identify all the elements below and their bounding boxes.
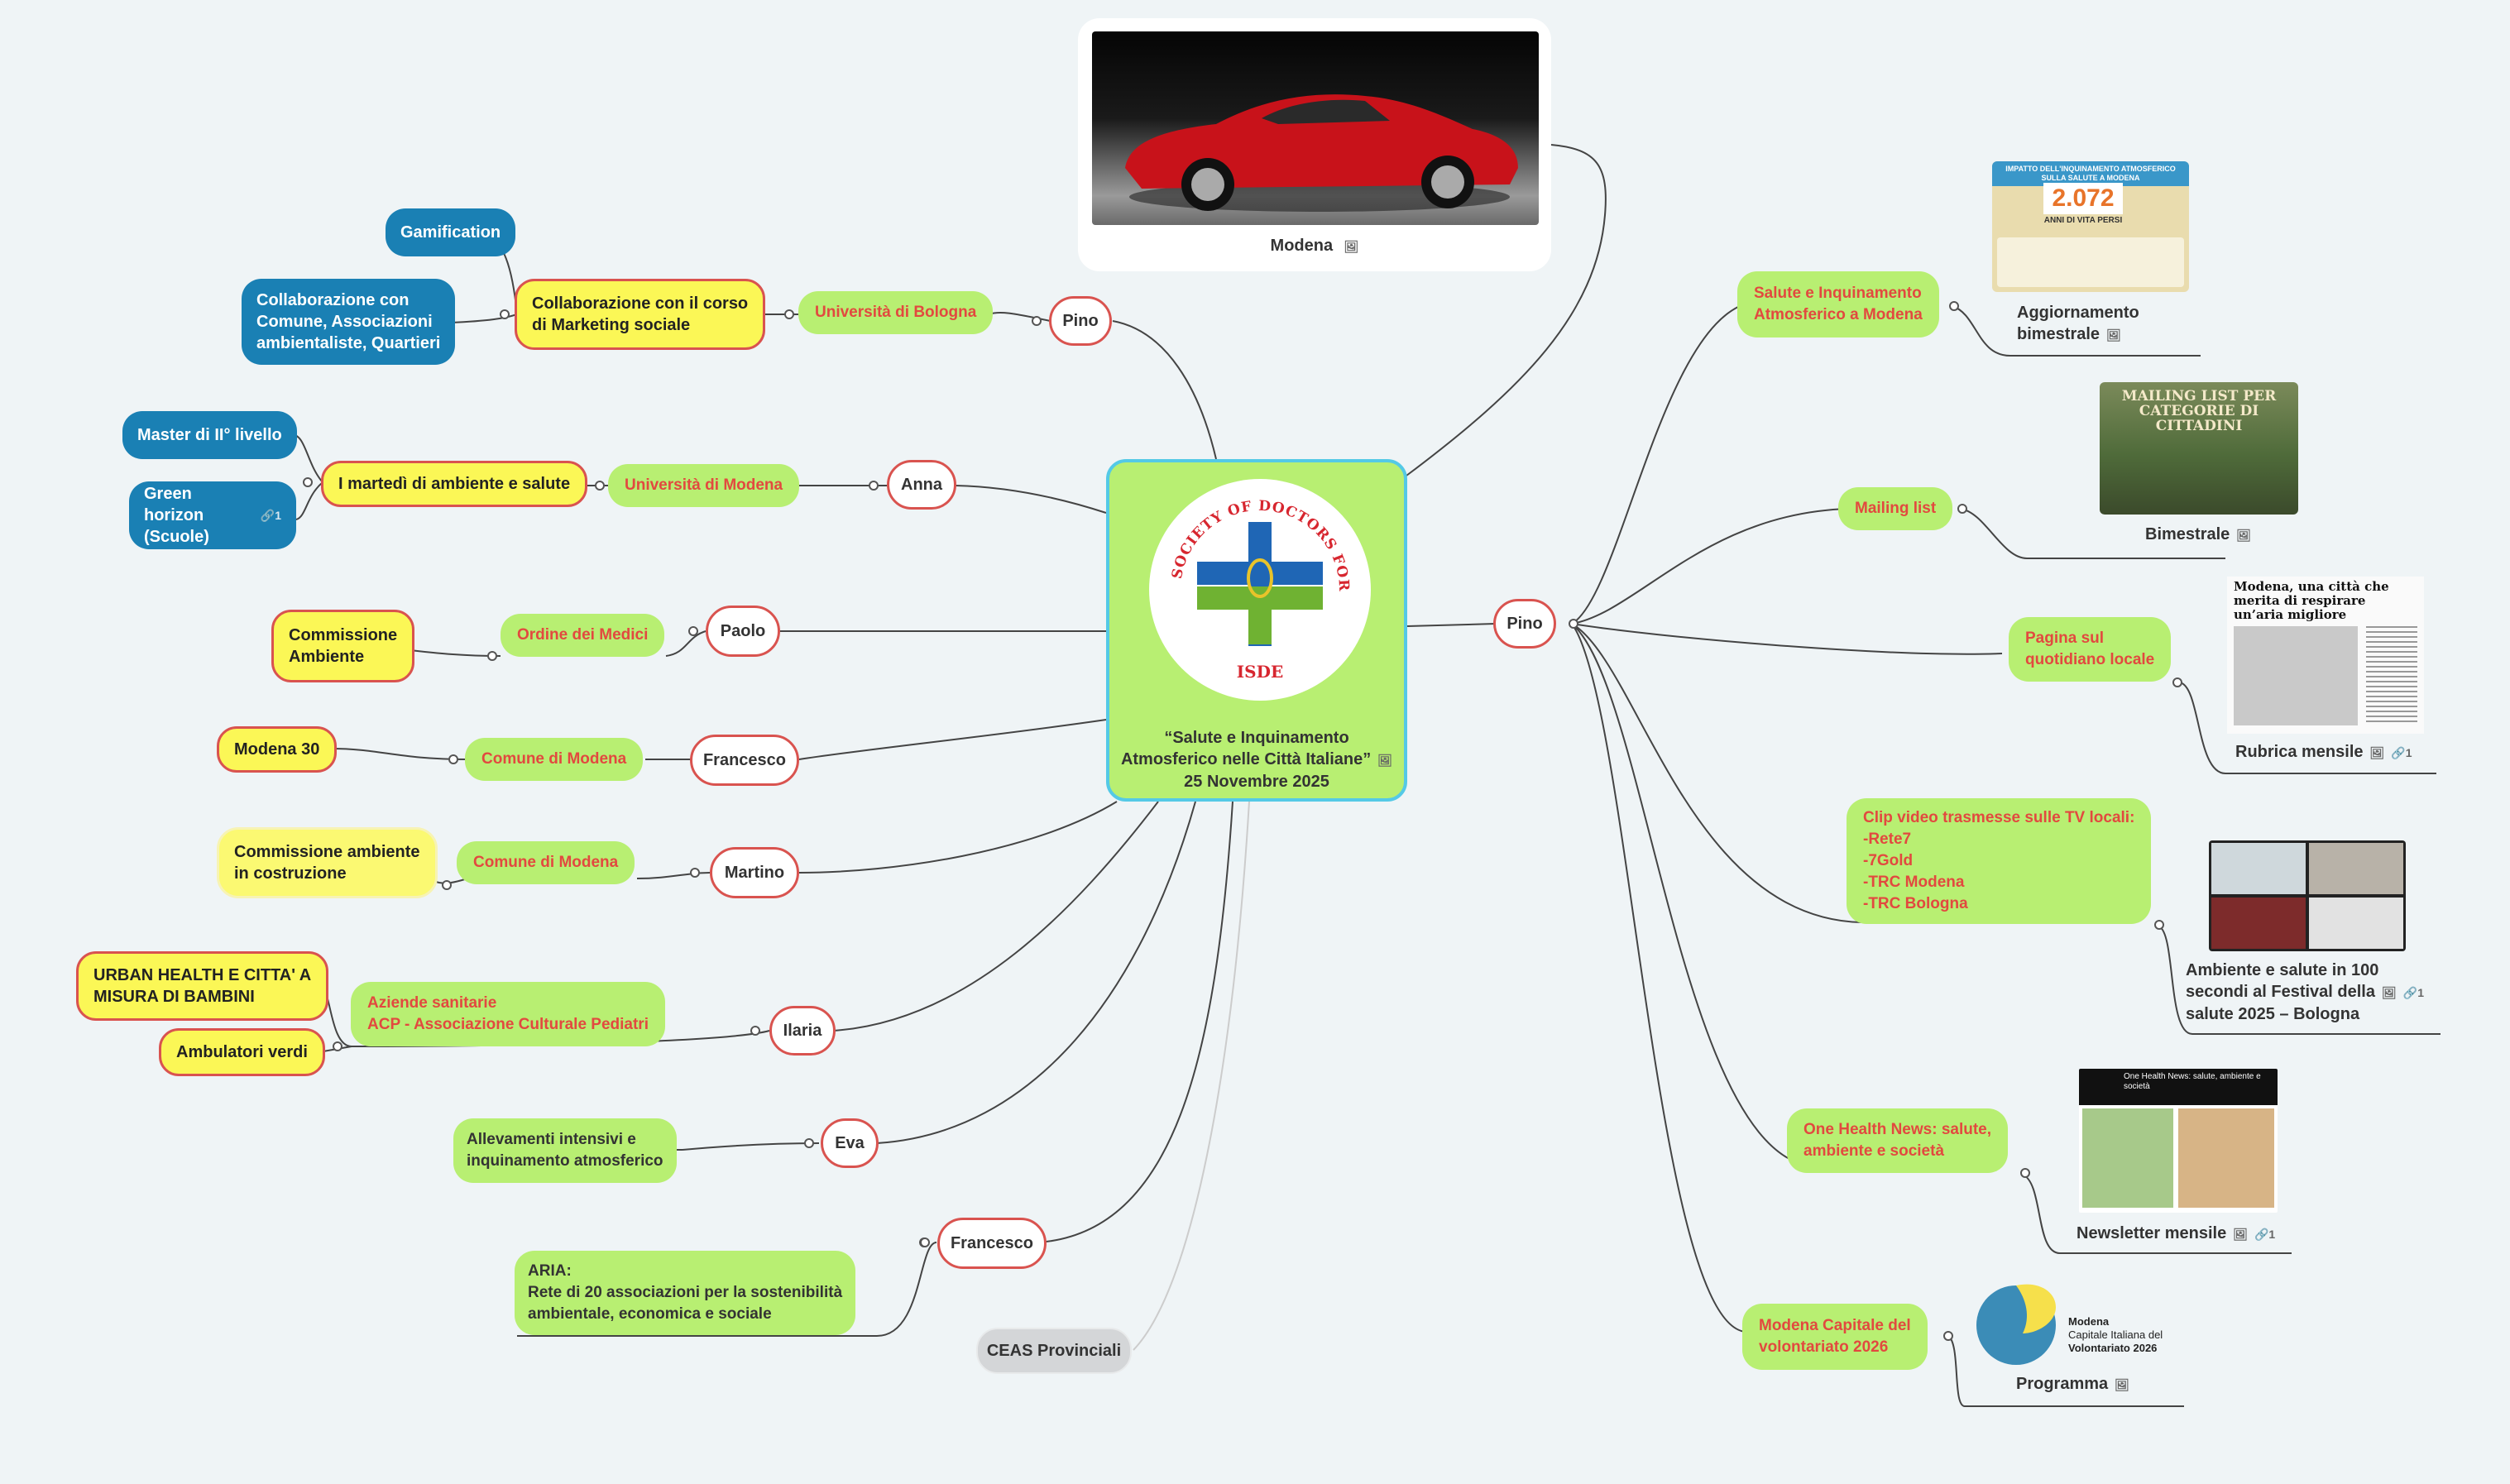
item-green-horizon[interactable]: Green horizon(Scuole) 🔗1 bbox=[129, 481, 296, 549]
person-ilaria[interactable]: Ilaria bbox=[769, 1006, 836, 1056]
branch-one-health-news[interactable]: One Health News: salute,ambiente e socie… bbox=[1787, 1108, 2009, 1173]
link-icon: 🔗1 bbox=[2402, 986, 2424, 999]
newsletter-thumbnail: One Health News: salute, ambiente e soci… bbox=[2079, 1069, 2278, 1213]
video-call-thumbnail bbox=[2209, 840, 2406, 951]
image-icon: 🖼 bbox=[2106, 328, 2121, 342]
volontariato-logo: Modena Capitale Italiana del Volontariat… bbox=[1973, 1276, 2180, 1368]
person-paolo[interactable]: Paolo bbox=[706, 606, 780, 657]
org-comune-modena-1[interactable]: Comune di Modena bbox=[465, 738, 644, 781]
image-icon: 🖼 bbox=[1377, 754, 1393, 767]
org-universita-bologna[interactable]: Università di Bologna bbox=[798, 291, 994, 334]
label-aggiornamento-bimestrale: Aggiornamento bimestrale🖼 bbox=[2017, 304, 2139, 343]
label-bimestrale: Bimestrale🖼 bbox=[2145, 525, 2252, 543]
label-rubrica-mensile: Rubrica mensile🖼🔗1 bbox=[2235, 743, 2412, 761]
caption-line-3: 25 Novembre 2025 bbox=[1184, 773, 1329, 791]
person-martino[interactable]: Martino bbox=[710, 847, 799, 898]
topic-aria-rete[interactable]: ARIA:Rete di 20 associazioni per la sost… bbox=[515, 1251, 856, 1335]
modena-image-card[interactable]: Modena 🖼 bbox=[1078, 18, 1551, 271]
volontariato-logo-mark bbox=[1976, 1284, 2056, 1365]
caption-line-1: “Salute e Inquinamento bbox=[1164, 729, 1349, 747]
person-francesco-2[interactable]: Francesco bbox=[937, 1218, 1047, 1269]
branch-mailing-list[interactable]: Mailing list bbox=[1838, 487, 1953, 530]
isde-logo: INTERNATIONAL SOCIETY OF DOCTORS FOR ENV… bbox=[1141, 467, 1371, 701]
ceas-provinciali[interactable]: CEAS Provinciali bbox=[976, 1328, 1132, 1374]
logo-isde-text: ISDE bbox=[1237, 662, 1283, 682]
org-universita-modena[interactable]: Università di Modena bbox=[608, 464, 800, 507]
caption-line-2: Atmosferico nelle Città Italiane”🖼 bbox=[1120, 750, 1393, 768]
modena-label: Modena bbox=[1270, 237, 1334, 255]
branch-clip-video[interactable]: Clip video trasmesse sulle TV locali:-Re… bbox=[1847, 798, 2152, 924]
image-icon: 🖼 bbox=[2369, 746, 2385, 759]
org-comune-modena-2[interactable]: Comune di Modena bbox=[457, 841, 635, 884]
topic-ambulatori-verdi[interactable]: Ambulatori verdi bbox=[159, 1028, 325, 1076]
link-icon: 🔗1 bbox=[2391, 746, 2412, 759]
image-icon: 🖼 bbox=[2236, 529, 2252, 542]
topic-modena-30[interactable]: Modena 30 bbox=[217, 726, 338, 773]
image-icon: 🖼 bbox=[1344, 240, 1359, 253]
central-caption: “Salute e Inquinamento Atmosferico nelle… bbox=[1109, 727, 1404, 792]
label-ambiente-salute-100: Ambiente e salute in 100 secondi al Fest… bbox=[2186, 961, 2424, 1023]
mailing-list-thumbnail: MAILING LIST PER CATEGORIE DI CITTADINI bbox=[2100, 382, 2298, 515]
newspaper-thumbnail: Modena, una città che merita di respirar… bbox=[2227, 577, 2424, 734]
person-pino-left[interactable]: Pino bbox=[1049, 296, 1112, 346]
image-icon: 🖼 bbox=[2233, 1228, 2248, 1241]
person-anna[interactable]: Anna bbox=[887, 460, 956, 510]
image-icon: 🖼 bbox=[2381, 986, 2397, 999]
label-newsletter-mensile: Newsletter mensile🖼🔗1 bbox=[2076, 1224, 2276, 1242]
infographic-thumbnail: IMPATTO DELL'INQUINAMENTO ATMOSFERICO SU… bbox=[1992, 161, 2189, 292]
image-icon: 🖼 bbox=[2115, 1378, 2129, 1391]
topic-martedi-ambiente[interactable]: I martedì di ambiente e salute bbox=[321, 461, 588, 507]
link-icon: 🔗1 bbox=[2254, 1228, 2276, 1241]
item-gamification[interactable]: Gamification bbox=[386, 208, 516, 256]
link-icon: 🔗1 bbox=[260, 509, 281, 522]
person-francesco[interactable]: Francesco bbox=[690, 735, 799, 786]
item-master-livello[interactable]: Master di II° livello bbox=[122, 411, 297, 459]
org-ordine-medici[interactable]: Ordine dei Medici bbox=[501, 614, 665, 657]
ferrari-car-image bbox=[1092, 31, 1539, 225]
person-eva[interactable]: Eva bbox=[821, 1118, 879, 1168]
person-pino-right[interactable]: Pino bbox=[1493, 599, 1556, 649]
central-topic[interactable]: INTERNATIONAL SOCIETY OF DOCTORS FOR ENV… bbox=[1106, 459, 1407, 802]
label-programma: Programma🖼 bbox=[2016, 1375, 2129, 1393]
